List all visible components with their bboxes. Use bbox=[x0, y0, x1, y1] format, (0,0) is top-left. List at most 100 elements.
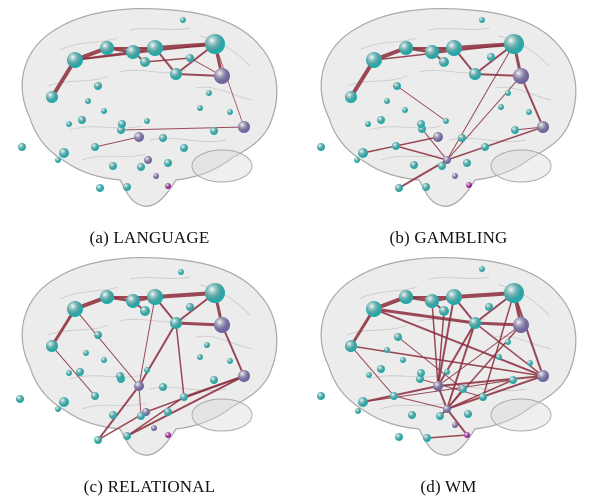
brain-region-node bbox=[443, 405, 451, 413]
brain-gyrus bbox=[428, 27, 490, 31]
brain-region-node bbox=[197, 354, 203, 360]
brain-gyrus bbox=[368, 125, 442, 131]
brain-region-node bbox=[402, 107, 408, 113]
brain-region-node bbox=[425, 294, 439, 308]
panel-caption: (a) LANGUAGE bbox=[89, 228, 210, 247]
brain-region-node bbox=[126, 294, 140, 308]
brain-region-node bbox=[210, 376, 218, 384]
panel-relational: (c) RELATIONAL bbox=[0, 249, 299, 498]
brain-region-node bbox=[85, 98, 91, 104]
brain-region-node bbox=[144, 367, 150, 373]
cerebellum bbox=[191, 149, 253, 183]
brain-region-node bbox=[485, 303, 493, 311]
brain-region-node bbox=[400, 357, 406, 363]
brain-region-node bbox=[83, 350, 89, 356]
brain-region-node bbox=[227, 109, 233, 115]
brain-region-node bbox=[354, 157, 360, 163]
brain-region-node bbox=[496, 354, 502, 360]
brain-region-node bbox=[345, 340, 357, 352]
network-edge bbox=[419, 378, 484, 398]
cerebellum bbox=[191, 398, 253, 432]
brain-network-relational bbox=[16, 257, 278, 456]
brain-region-node bbox=[109, 411, 117, 419]
brain-region-node bbox=[527, 360, 533, 366]
network-edge bbox=[431, 300, 439, 387]
brain-region-node bbox=[365, 121, 371, 127]
brain-gyrus bbox=[380, 402, 446, 410]
brain-gyrus bbox=[448, 137, 526, 143]
brain-region-node bbox=[59, 397, 69, 407]
brain-region-node bbox=[180, 393, 188, 401]
brain-region-node bbox=[214, 68, 230, 84]
brain-region-node bbox=[214, 317, 230, 333]
brain-region-node bbox=[452, 173, 458, 179]
brain-gyrus bbox=[494, 86, 552, 101]
network-edge bbox=[372, 307, 477, 325]
brain-gyrus bbox=[149, 137, 227, 143]
brain-region-node bbox=[137, 412, 145, 420]
network-edge bbox=[138, 385, 142, 417]
brain-gyrus bbox=[199, 35, 251, 67]
brain-region-node bbox=[443, 156, 451, 164]
brain-region-node bbox=[159, 383, 167, 391]
brain-region-node bbox=[446, 40, 462, 56]
brain-region-node bbox=[345, 91, 357, 103]
brain-region-node bbox=[144, 118, 150, 124]
brain-gyrus bbox=[81, 153, 147, 161]
network-edge bbox=[482, 292, 515, 398]
brain-region-node bbox=[66, 121, 72, 127]
brain-region-node bbox=[170, 68, 182, 80]
brain-region-node bbox=[446, 289, 462, 305]
brain-region-node bbox=[505, 339, 511, 345]
network-edge bbox=[362, 385, 439, 403]
panel-language: (a) LANGUAGE bbox=[0, 0, 299, 249]
brain-region-node bbox=[126, 45, 140, 59]
network-edge bbox=[138, 322, 177, 387]
brain-region-node bbox=[165, 432, 171, 438]
panel-caption: (b) GAMBLING bbox=[389, 228, 508, 247]
brain-region-node bbox=[317, 143, 325, 151]
brain-region-node bbox=[366, 301, 382, 317]
brain-region-node bbox=[46, 91, 58, 103]
brain-region-node bbox=[178, 269, 184, 275]
brain-gyrus bbox=[69, 374, 143, 380]
network-edge bbox=[446, 322, 476, 410]
brain-region-node bbox=[204, 342, 210, 348]
network-edge bbox=[350, 345, 544, 377]
brain-gyrus bbox=[358, 37, 418, 51]
brain-region-node bbox=[377, 116, 385, 124]
brain-region-node bbox=[526, 109, 532, 115]
brain-region-node bbox=[479, 17, 485, 23]
network-edge bbox=[350, 345, 395, 397]
network-edge bbox=[214, 43, 245, 128]
brain-region-node bbox=[238, 121, 250, 133]
network-edge bbox=[520, 75, 544, 128]
brain-region-node bbox=[100, 41, 114, 55]
brain-region-node bbox=[123, 183, 131, 191]
brain-region-node bbox=[76, 368, 84, 376]
network-edge bbox=[51, 345, 96, 397]
brain-region-node bbox=[537, 121, 549, 133]
brain-region-node bbox=[509, 376, 517, 384]
brain-region-node bbox=[417, 120, 425, 128]
brain-region-node bbox=[205, 283, 225, 303]
brain-gyrus bbox=[47, 75, 109, 87]
brain-gyrus bbox=[498, 35, 550, 67]
brain-gyrus bbox=[195, 335, 253, 350]
network-edge bbox=[393, 395, 448, 410]
brain-region-node bbox=[134, 132, 144, 142]
brain-region-node bbox=[96, 184, 104, 192]
brain-region-node bbox=[384, 347, 390, 353]
brain-region-node bbox=[439, 57, 449, 67]
panel-wm: (d) WM bbox=[299, 249, 598, 498]
brain-region-node bbox=[444, 369, 450, 375]
network-edge bbox=[452, 291, 516, 299]
brain-region-node bbox=[186, 303, 194, 311]
network-edge bbox=[138, 296, 156, 387]
brain-region-node bbox=[116, 372, 124, 380]
brain-region-node bbox=[513, 68, 529, 84]
brain-region-node bbox=[390, 392, 398, 400]
brain-region-node bbox=[425, 45, 439, 59]
brain-region-node bbox=[423, 434, 431, 442]
brain-region-node bbox=[408, 411, 416, 419]
